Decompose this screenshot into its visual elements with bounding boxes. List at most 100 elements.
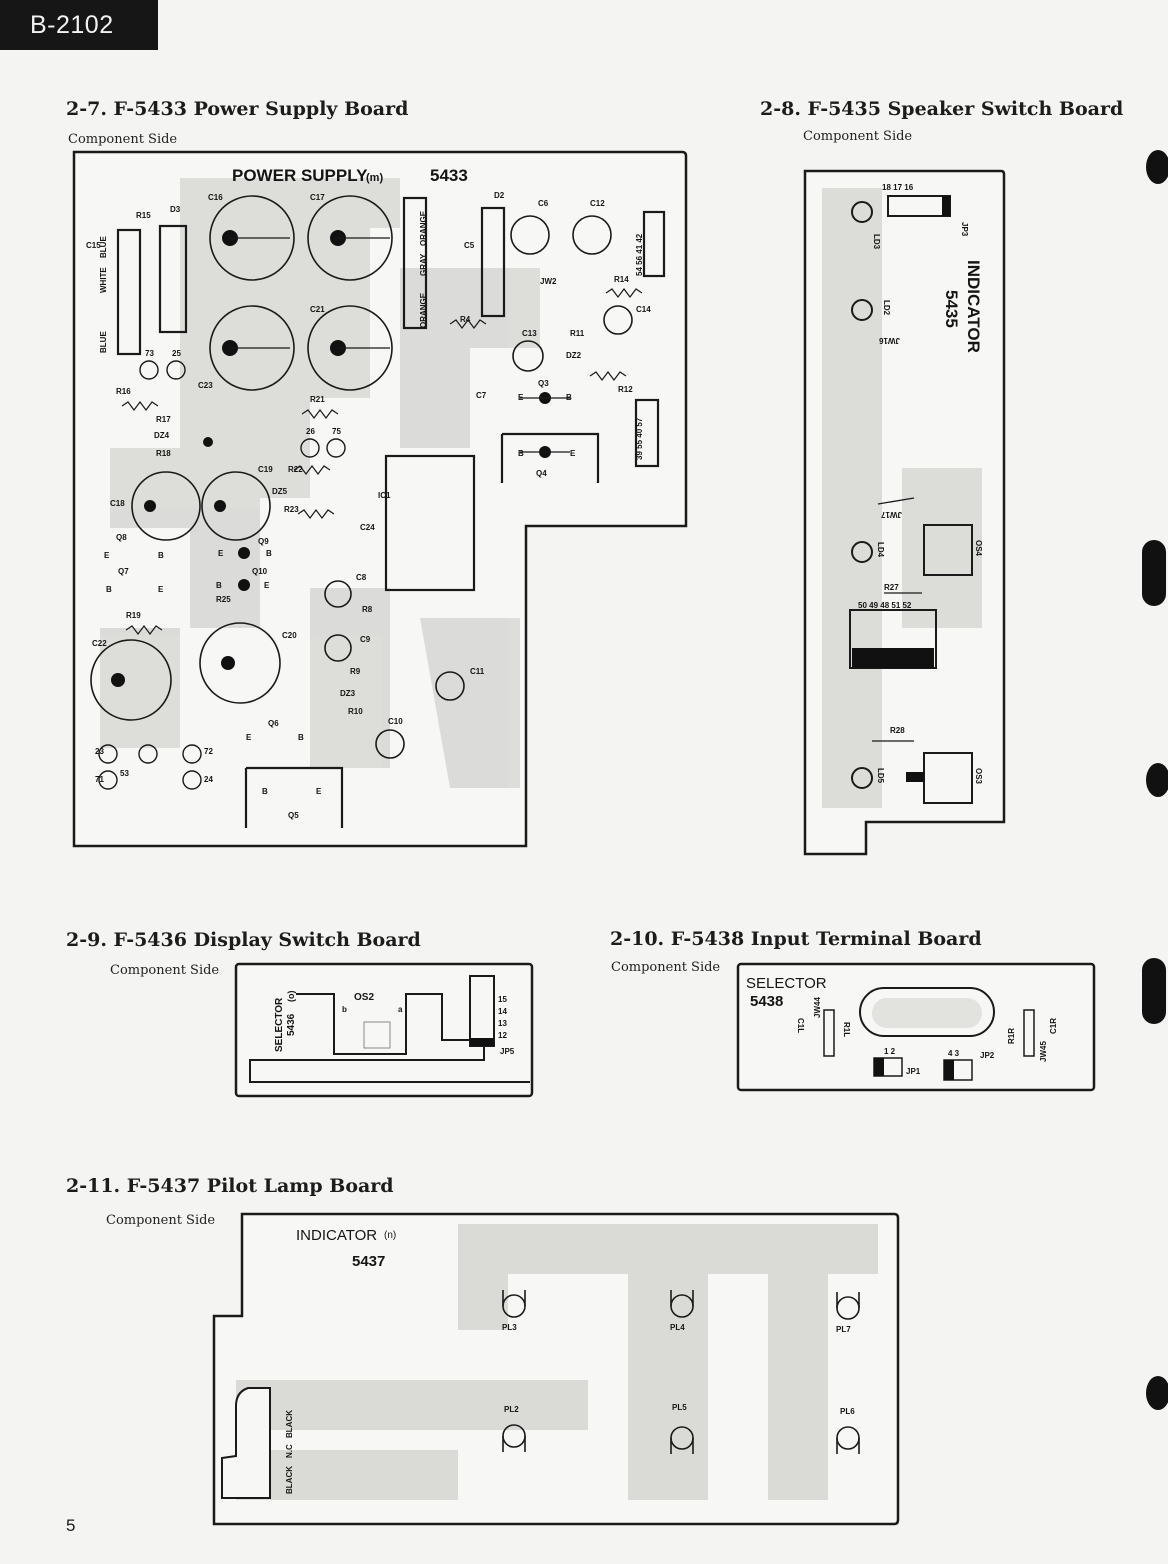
ref-r15: R15 [136,211,151,220]
ref-r16: R16 [116,387,131,396]
power-pin-letters: E B B E E B E B B E B E E B B E [104,393,576,796]
ref-c22: C22 [92,639,107,648]
pilot-board-subtitle: Component Side [106,1213,216,1228]
ref-q3: Q3 [538,379,549,388]
speaker-component-labels: JP3 LD3 LD2 JW16 JW17 LD4 OS4 R27 R28 LD… [872,222,983,785]
ref-jw45: JW45 [1039,1041,1048,1062]
ref-jp2: JP2 [980,1051,995,1060]
pin-b-q9: B [266,549,272,558]
ref-r18: R18 [156,449,171,458]
ref-r1r: R1R [1007,1028,1016,1044]
input-board-title: 2-10. F-5438 Input Terminal Board [610,928,982,950]
ref-r19: R19 [126,611,141,620]
ref-os2: OS2 [354,992,374,1003]
ref-r4: R4 [460,315,471,324]
pin-b-q5: B [262,787,268,796]
pin-b-q6: B [298,733,304,742]
ref-c15: C15 [86,241,101,250]
lamp-label-pl2: PL2 [504,1405,519,1414]
pilot-board-label: INDICATOR [296,1227,377,1244]
ref-jp1: JP1 [906,1067,921,1076]
ref-jp3: JP3 [960,222,969,237]
pin-e-q10: E [264,581,270,590]
display-pin-12: 12 [498,1031,507,1040]
ref-r28: R28 [890,726,905,735]
ref-c11: C11 [470,667,485,676]
ref-c20: C20 [282,631,297,640]
wire-label-gray: GRAY [419,253,428,276]
ref-r22: R22 [288,465,303,474]
speaker-pins-mid: 50 49 48 51 52 [858,601,912,610]
ref-os2-a: a [398,1005,403,1014]
ref-c1r: C1R [1049,1018,1058,1034]
pin-e-q7: E [158,585,164,594]
lamp-label-pl4: PL4 [670,1323,685,1332]
pin-e-q9: E [218,549,224,558]
pad-label-24: 24 [204,775,213,784]
ref-c23: C23 [198,381,213,390]
pin-e-q3: E [518,393,524,402]
ref-c17: C17 [310,193,325,202]
input-pins-b: 4 3 [948,1049,960,1058]
display-pin-13: 13 [498,1019,507,1028]
ref-ld5: LD5 [876,768,885,784]
pilot-board-title: 2-11. F-5437 Pilot Lamp Board [66,1175,394,1197]
input-board-number: 5438 [750,993,783,1010]
pilot-board-number: 5437 [352,1253,385,1270]
ref-os3: OS3 [974,768,983,785]
power-pad-labels: 73 25 26 75 23 71 53 72 24 [95,349,341,784]
connector-pins-top: 54 56 41 42 [635,233,644,276]
ref-q9: Q9 [258,537,269,546]
pad-label-25: 25 [172,349,181,358]
binder-hole-1 [1146,150,1168,184]
ref-dz4: DZ4 [154,431,170,440]
ref-jw44: JW44 [813,997,822,1018]
pad-label-71: 71 [95,775,104,784]
input-board-label: SELECTOR [746,975,827,992]
pad-label-53: 53 [120,769,129,778]
ref-r27: R27 [884,583,899,592]
ref-r1l: R1L [842,1022,851,1037]
input-component-labels: C1L JW44 R1L JP1 JP2 R1R JW45 C1R 1 2 4 … [796,997,1058,1076]
page-tag: B-2102 [0,0,158,50]
pilot-wire-black-2: BLACK [285,1410,294,1438]
pilot-wire-black-1: BLACK [285,1466,294,1494]
ref-r11: R11 [570,329,585,338]
ref-r9: R9 [350,667,361,676]
power-board-title: 2-7. F-5433 Power Supply Board [66,98,409,120]
ref-d3: D3 [170,205,181,214]
ref-q7: Q7 [118,567,129,576]
ref-q8: Q8 [116,533,127,542]
ref-q5: Q5 [288,811,299,820]
ref-c5: C5 [464,241,475,250]
ref-c13: C13 [522,329,537,338]
speaker-board-title: 2-8. F-5435 Speaker Switch Board [760,98,1124,120]
ref-c6: C6 [538,199,549,208]
input-terminal-board: SELECTOR 5438 C1L JW44 R1L JP1 JP2 R1R J… [736,962,1096,1092]
ref-c8: C8 [356,573,367,582]
speaker-board-subtitle: Component Side [803,129,913,144]
ref-c12: C12 [590,199,605,208]
ref-c18: C18 [110,499,125,508]
pin-e-q6: E [246,733,252,742]
ref-c19: C19 [258,465,273,474]
ref-q10: Q10 [252,567,268,576]
ref-r12: R12 [618,385,633,394]
ref-ic1: IC1 [378,491,391,500]
ref-r25: R25 [216,595,231,604]
display-pin-14: 14 [498,1007,507,1016]
pin-b-q10: B [216,581,222,590]
binder-hole-4 [1142,958,1166,1024]
ref-c16: C16 [208,193,223,202]
pad-label-73: 73 [145,349,154,358]
ref-c21: C21 [310,305,325,314]
display-pin-15: 15 [498,995,507,1004]
binder-hole-5 [1146,1376,1168,1410]
pin-b-q4: B [518,449,524,458]
speaker-board-label: INDICATOR [964,260,983,353]
display-board-title: 2-9. F-5436 Display Switch Board [66,929,421,951]
speaker-switch-board: 18 17 16 50 49 48 51 52 INDICATOR 5435 J… [803,169,1006,856]
ref-ld4: LD4 [876,542,885,558]
pad-label-23: 23 [95,747,104,756]
ref-os4: OS4 [974,540,983,557]
